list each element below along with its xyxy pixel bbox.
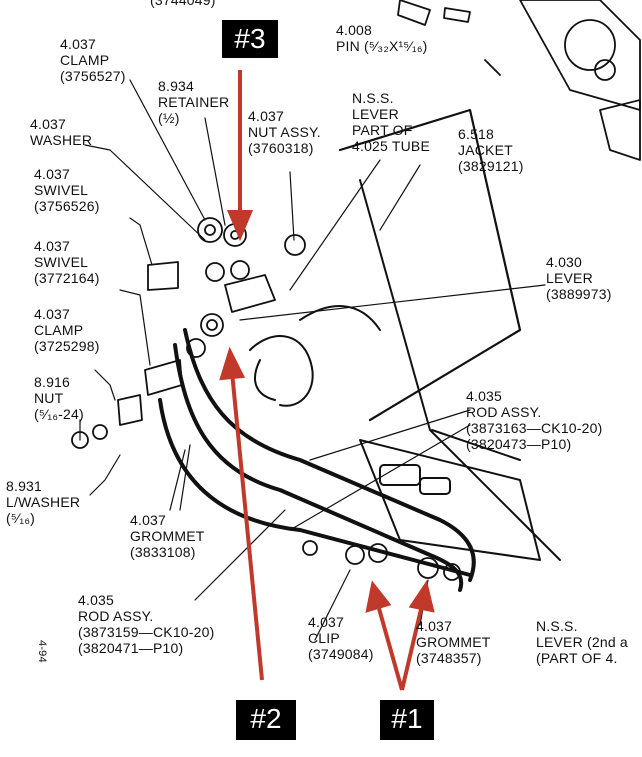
label-jacket: 6.518 JACKET (3829121) (458, 126, 524, 174)
label-nss-lever: N.S.S. LEVER PART OF 4.025 TUBE (352, 90, 431, 154)
label-nut-8916: 8.916 NUT (⁵⁄₁₆-24) (34, 374, 84, 422)
label-top-partial: (3744049) (150, 0, 216, 8)
label-rod-assy-2: 4.035 ROD ASSY. (3873159—CK10-20) (38204… (78, 592, 215, 656)
label-nut-assy: 4.037 NUT ASSY. (3760318) (248, 108, 321, 156)
callout-tag-1: #1 (380, 700, 434, 740)
arrow-2-head (219, 346, 246, 381)
label-clip: 4.037 CLIP (3749084) (308, 614, 374, 662)
label-rod-assy-1: 4.035 ROD ASSY. (3873163—CK10-20) (38204… (466, 388, 603, 452)
arrow-1a-head (365, 580, 392, 613)
label-swivel-1: 4.037 SWIVEL (3756526) (34, 166, 100, 214)
label-washer: 4.037 WASHER (30, 116, 93, 148)
callout-arrows (219, 70, 435, 691)
label-lwasher: 8.931 L/WASHER (⁵⁄₁₆) (6, 478, 81, 526)
label-retainer: 8.934 RETAINER (½) (158, 78, 230, 126)
arrow-1a-shaft (376, 604, 404, 691)
jacket-tube (249, 108, 561, 561)
arrow-1b-head (408, 580, 435, 613)
label-grommet-1: 4.037 GROMMET (3833108) (130, 512, 205, 560)
top-right-parts (397, 0, 641, 161)
hardware-pieces (71, 217, 461, 581)
shift-lever-plate (359, 439, 541, 561)
label-nss-lever-2: N.S.S. LEVER (2nd a (PART OF 4. (536, 618, 628, 666)
label-swivel-2: 4.037 SWIVEL (3772164) (34, 238, 100, 286)
label-clamp-top: 4.037 CLAMP (3756527) (60, 36, 126, 84)
label-page-number: 4-94 (36, 640, 48, 663)
callout-tag-2: #2 (236, 700, 296, 740)
label-grommet-2: 4.037 GROMMET (3748357) (416, 618, 491, 666)
label-pin: 4.008 PIN (⁵⁄₃₂X¹⁵⁄₁₆) (336, 22, 428, 54)
label-clamp-2: 4.037 CLAMP (3725298) (34, 306, 100, 354)
arrow-3-head (227, 210, 253, 242)
leader-lines (79, 79, 546, 641)
rod-assemblies (158, 328, 476, 592)
label-lever-4030: 4.030 LEVER (3889973) (546, 254, 612, 302)
callout-tag-3: #3 (222, 20, 278, 58)
arrow-1b-shaft (400, 604, 424, 691)
arrow-2-shaft (230, 371, 264, 681)
